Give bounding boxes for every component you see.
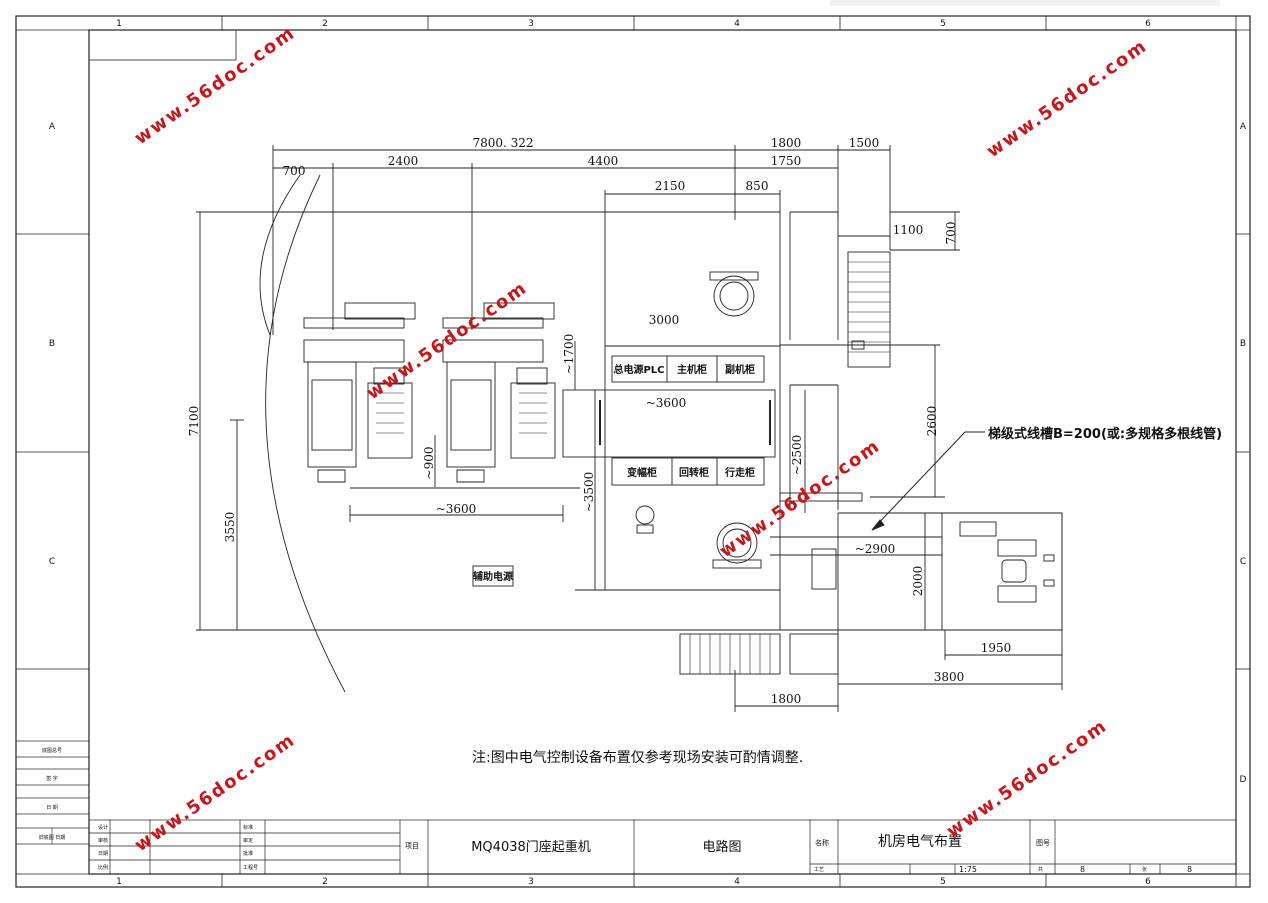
svg-text:标准: 标准 bbox=[243, 824, 253, 831]
svg-text:7800. 322: 7800. 322 bbox=[472, 136, 533, 150]
svg-text:变幅柜: 变幅柜 bbox=[627, 466, 657, 479]
svg-text:2150: 2150 bbox=[655, 179, 686, 193]
svg-text:700: 700 bbox=[283, 164, 306, 178]
svg-text:~3600: ~3600 bbox=[436, 502, 477, 516]
svg-text:行走柜: 行走柜 bbox=[724, 466, 755, 479]
svg-text:项目: 项目 bbox=[405, 842, 419, 850]
outer-border bbox=[15, 15, 1251, 888]
svg-text:~3500: ~3500 bbox=[582, 472, 596, 513]
svg-text:~3600: ~3600 bbox=[646, 396, 687, 410]
svg-text:张: 张 bbox=[1142, 866, 1147, 873]
column-ticks bbox=[16, 16, 1250, 887]
svg-text:2: 2 bbox=[322, 877, 328, 887]
svg-text:辅助电源: 辅助电源 bbox=[473, 570, 513, 583]
svg-text:4400: 4400 bbox=[588, 154, 619, 168]
cable-tray-callout: 梯级式线槽B=200(或:多规格多根线管) bbox=[988, 426, 1222, 442]
dimension-labels: 7800. 322 1800 1500 700 2400 4400 1750 2… bbox=[187, 136, 1011, 706]
hoist-unit-2 bbox=[442, 302, 556, 483]
side-block: 底图总号 签 字 日 期 旧底图 日期 bbox=[15, 740, 90, 845]
svg-text:工艺: 工艺 bbox=[814, 867, 824, 873]
svg-text:700: 700 bbox=[944, 222, 958, 245]
svg-text:总电源PLC: 总电源PLC bbox=[613, 363, 664, 376]
cabinet-labels: 总电源PLC 主机柜 副机柜 变幅柜 回转柜 行走柜 辅助电源 bbox=[473, 363, 755, 583]
svg-text:www.56doc.com: www.56doc.com bbox=[983, 35, 1152, 162]
svg-text:4: 4 bbox=[734, 877, 740, 887]
svg-text:电路图: 电路图 bbox=[702, 839, 741, 855]
svg-text:旧底图 日期: 旧底图 日期 bbox=[39, 834, 66, 841]
svg-text:3000: 3000 bbox=[649, 313, 680, 327]
svg-text:1100: 1100 bbox=[893, 223, 924, 237]
svg-text:C: C bbox=[1240, 557, 1246, 567]
svg-text:审定: 审定 bbox=[243, 837, 253, 844]
svg-text:审核: 审核 bbox=[98, 837, 108, 844]
svg-text:机房电气布置: 机房电气布置 bbox=[878, 834, 962, 850]
svg-text:www.56doc.com: www.56doc.com bbox=[131, 22, 300, 149]
svg-text:副机柜: 副机柜 bbox=[725, 363, 755, 376]
svg-text:1: 1 bbox=[116, 877, 122, 887]
svg-text:比例: 比例 bbox=[98, 864, 108, 871]
svg-text:C: C bbox=[49, 557, 55, 567]
svg-text:批准: 批准 bbox=[243, 850, 253, 857]
hoist-unit-1 bbox=[303, 302, 416, 483]
title-block-small-labels: 设计 审核 日期 比例 标准 审定 批准 工程号 共 张 工艺 bbox=[98, 824, 1147, 873]
svg-text:~2500: ~2500 bbox=[790, 435, 804, 476]
svg-text:1750: 1750 bbox=[771, 154, 802, 168]
svg-text:1500: 1500 bbox=[849, 136, 880, 150]
svg-text:1800: 1800 bbox=[771, 136, 802, 150]
svg-text:~1700: ~1700 bbox=[562, 334, 576, 375]
svg-text:底图总号: 底图总号 bbox=[42, 747, 62, 754]
svg-text:工程号: 工程号 bbox=[243, 864, 258, 871]
svg-text:1:75: 1:75 bbox=[959, 865, 977, 874]
svg-text:~2900: ~2900 bbox=[855, 542, 896, 556]
svg-text:3: 3 bbox=[528, 19, 534, 29]
grid-labels: 1 2 3 4 5 6 1 2 3 4 5 6 A B C A B C D bbox=[49, 19, 1247, 887]
svg-text:A: A bbox=[1240, 122, 1247, 132]
svg-text:2: 2 bbox=[322, 19, 328, 29]
svg-text:8: 8 bbox=[1080, 865, 1085, 874]
svg-text:MQ4038门座起重机: MQ4038门座起重机 bbox=[471, 839, 591, 855]
svg-text:4: 4 bbox=[734, 19, 740, 29]
svg-text:1: 1 bbox=[116, 19, 122, 29]
svg-text:3800: 3800 bbox=[934, 670, 965, 684]
svg-text:日 期: 日 期 bbox=[46, 805, 58, 811]
svg-text:6: 6 bbox=[1145, 19, 1151, 29]
svg-text:www.56doc.com: www.56doc.com bbox=[131, 729, 300, 856]
svg-text:主机柜: 主机柜 bbox=[677, 363, 707, 376]
svg-text:2000: 2000 bbox=[911, 566, 925, 597]
title-block-text: 项目 MQ4038门座起重机 电路图 名称 机房电气布置 图号 1:75 8 8 bbox=[405, 834, 1192, 874]
svg-text:D: D bbox=[1240, 775, 1247, 785]
svg-text:850: 850 bbox=[746, 179, 769, 193]
title-block bbox=[88, 819, 1237, 875]
svg-text:回转柜: 回转柜 bbox=[679, 466, 709, 479]
svg-text:设计: 设计 bbox=[98, 824, 108, 831]
corner-box bbox=[88, 29, 237, 61]
top-tab bbox=[830, 0, 1220, 6]
svg-text:7100: 7100 bbox=[187, 406, 201, 437]
svg-text:签 字: 签 字 bbox=[46, 775, 58, 782]
svg-text:5: 5 bbox=[940, 19, 946, 29]
callout-leader bbox=[871, 431, 985, 531]
svg-text:共: 共 bbox=[1038, 866, 1043, 873]
svg-text:6: 6 bbox=[1145, 877, 1151, 887]
svg-text:2600: 2600 bbox=[925, 406, 939, 437]
svg-text:www.56doc.com: www.56doc.com bbox=[943, 715, 1112, 842]
svg-text:B: B bbox=[49, 339, 55, 349]
svg-text:3: 3 bbox=[528, 877, 534, 887]
svg-text:3550: 3550 bbox=[223, 512, 237, 543]
layout-note: 注:图中电气控制设备布置仅参考现场安装可酌情调整. bbox=[472, 749, 803, 766]
svg-text:~900: ~900 bbox=[422, 447, 436, 480]
svg-text:A: A bbox=[49, 122, 56, 132]
svg-text:1950: 1950 bbox=[981, 641, 1012, 655]
svg-text:2400: 2400 bbox=[388, 154, 419, 168]
svg-text:5: 5 bbox=[940, 877, 946, 887]
svg-text:日期: 日期 bbox=[98, 851, 108, 857]
svg-text:名称: 名称 bbox=[815, 838, 829, 847]
svg-text:8: 8 bbox=[1187, 865, 1192, 874]
svg-text:图号: 图号 bbox=[1036, 839, 1050, 847]
svg-text:1800: 1800 bbox=[771, 692, 802, 706]
svg-text:B: B bbox=[1240, 339, 1246, 349]
machine-room-plan bbox=[196, 145, 1063, 712]
